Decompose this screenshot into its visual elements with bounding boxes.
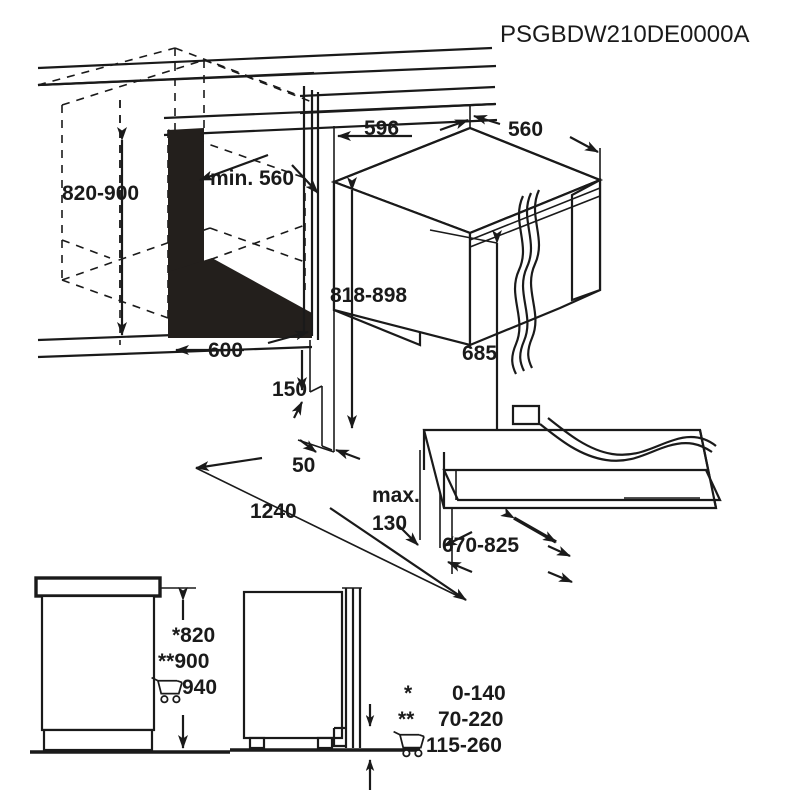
dim-niche-width-label: 600: [208, 339, 243, 362]
dim-plinth-recess-label: 150: [272, 378, 307, 401]
dim-appliance-width: 596: [333, 104, 471, 182]
legend-value-2: 115-260: [426, 734, 502, 757]
legend-marker-0: *: [404, 682, 413, 705]
floor-footprint-group: 1240 max. 130 670-825: [195, 417, 722, 601]
dim-appliance-height-label: 818-898: [330, 284, 407, 307]
appliance-body-group: [330, 126, 603, 426]
dim-plinth-offset: 50: [291, 401, 361, 477]
dim-door-swing-label: 670-825: [442, 534, 519, 557]
dim-door-clearance-label: 1240: [250, 500, 297, 523]
dim-niche-width: 600: [175, 330, 309, 362]
dim-niche-height-label: 820-900: [62, 182, 139, 205]
dim-appliance-depth: 560: [473, 114, 601, 180]
dim-door-panel-height-label: 685: [462, 342, 497, 365]
shopping-cart-icon-legend: [393, 730, 425, 758]
plinth-group: [297, 310, 335, 453]
dim-elevation-left: *820 **900 940: [151, 587, 217, 749]
dim-niche-depth-label: min. 560: [210, 167, 294, 190]
dim-appliance-depth-label: 560: [508, 118, 543, 141]
elevation-right-group: [230, 587, 420, 790]
dim-plinth-recess: 150: [272, 350, 307, 401]
dim-toekick-max-label: max.: [372, 484, 420, 507]
dim-star-820: *820: [172, 624, 215, 647]
dim-appliance-width-label: 596: [364, 117, 399, 140]
legend-marker-1: **: [398, 708, 415, 731]
shopping-cart-icon: [151, 676, 183, 704]
legend-value-1: 70-220: [438, 708, 503, 731]
niche-solid-floor: [168, 258, 312, 338]
dim-cart-940: 940: [182, 676, 217, 699]
drawing-title: PSGBDW210DE0000A: [500, 21, 749, 48]
dim-starstar-900: **900: [158, 650, 209, 673]
dim-niche-depth: min. 560: [199, 153, 319, 194]
footnote-legend-group: * 0-140 ** 70-220 115-260: [393, 682, 506, 758]
legend-value-0: 0-140: [452, 682, 506, 705]
elevation-left-group: [30, 576, 230, 754]
dim-plinth-offset-label: 50: [292, 454, 315, 477]
dim-toekick-value-label: 130: [372, 512, 407, 535]
dim-niche-height: 820-900: [62, 127, 139, 336]
dim-appliance-height: 818-898: [330, 177, 407, 429]
